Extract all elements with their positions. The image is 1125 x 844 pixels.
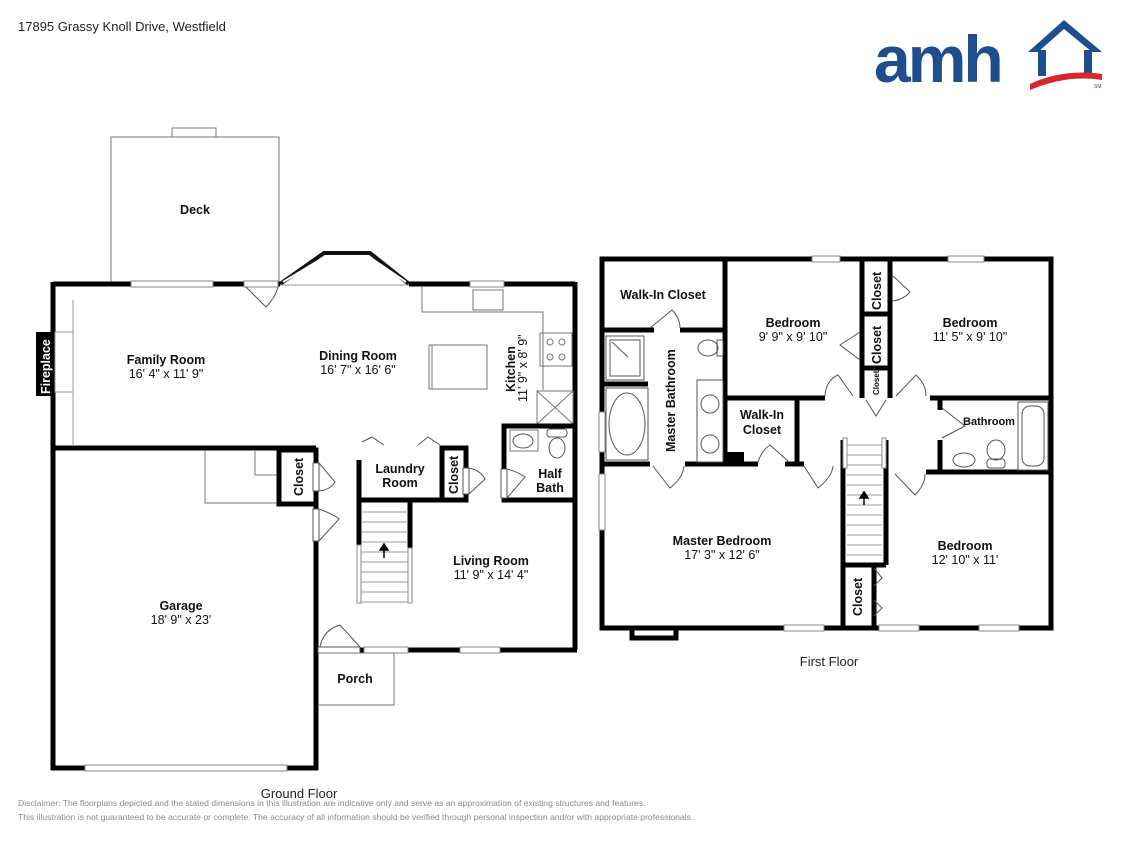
laundry-closet-label: Closet bbox=[447, 455, 461, 494]
garage-entry-door[interactable] bbox=[312, 508, 340, 542]
porch-label: Porch bbox=[337, 672, 372, 686]
kitchen-label: Kitchen bbox=[504, 346, 518, 392]
first-floor-plan: Walk-In Closet Master Bathroom Bedroom 9… bbox=[598, 255, 1054, 669]
logo-wordmark: amh bbox=[874, 22, 1001, 90]
closet-a-door[interactable] bbox=[891, 274, 911, 302]
bathroom-door[interactable] bbox=[941, 407, 966, 439]
closet-a-label: Closet bbox=[870, 271, 884, 310]
closet-b-label: Closet bbox=[870, 325, 884, 364]
bathroom-label: Bathroom bbox=[963, 416, 1015, 428]
garage-dims: 18' 9" x 23' bbox=[151, 613, 212, 627]
bedroom-4-label: Bedroom bbox=[938, 539, 993, 553]
first-stairs[interactable] bbox=[842, 437, 887, 556]
first-interior-walls bbox=[602, 259, 1051, 628]
stairs-up-arrow-icon bbox=[378, 542, 390, 558]
hall-closet-label: Closet bbox=[851, 577, 865, 616]
walk-in-closet-2-door[interactable] bbox=[757, 444, 790, 463]
disclaimer-line-1: Disclaimer: The floorplans depicted and … bbox=[18, 798, 646, 808]
laundry-label-line1: Laundry bbox=[375, 462, 424, 476]
family-room-label: Family Room bbox=[127, 353, 206, 367]
bay-window bbox=[278, 251, 411, 286]
garage-closet-door[interactable] bbox=[312, 462, 336, 492]
half-bath: Half Bath bbox=[501, 423, 578, 503]
property-address: 17895 Grassy Knoll Drive, Westfield bbox=[18, 19, 226, 34]
dining-room-dims: 16' 7" x 16' 6" bbox=[320, 363, 396, 377]
bedroom-3-label: Bedroom bbox=[943, 316, 998, 330]
master-walk-in-closet-door[interactable] bbox=[649, 309, 681, 329]
amh-logo: amh SM bbox=[874, 20, 1102, 90]
first-floor-label: First Floor bbox=[800, 654, 859, 669]
closet-c-door[interactable] bbox=[865, 399, 887, 417]
laundry-label-line2: Room bbox=[382, 476, 417, 490]
bedroom-4-door[interactable] bbox=[894, 473, 926, 496]
walk-in-closet-2-line2: Closet bbox=[743, 423, 782, 437]
deck-label: Deck bbox=[180, 203, 210, 217]
front-door[interactable] bbox=[317, 624, 361, 654]
fireplace-label: Fireplace bbox=[39, 339, 53, 394]
stairs-up-arrow-icon bbox=[858, 490, 870, 505]
ground-floor-plan: Deck bbox=[36, 127, 578, 801]
living-room-label: Living Room bbox=[453, 554, 529, 568]
porch: Porch bbox=[318, 652, 395, 706]
master-bedroom-dims: 17' 3" x 12' 6" bbox=[684, 548, 760, 562]
kitchen-dims: 11' 9" x 8' 9" bbox=[516, 334, 530, 402]
hall-closet-doors[interactable] bbox=[873, 567, 883, 617]
walk-in-closet-2-line1: Walk-In bbox=[740, 408, 784, 422]
master-bedroom-label: Master Bedroom bbox=[673, 534, 772, 548]
disclaimer-line-2: This illustration is not guaranteed to b… bbox=[18, 812, 694, 822]
master-walk-in-closet-label: Walk-In Closet bbox=[620, 288, 706, 302]
living-room-dims: 11' 9" x 14' 4" bbox=[454, 568, 529, 582]
bedroom-3-door[interactable] bbox=[895, 374, 927, 397]
garage-label: Garage bbox=[159, 599, 202, 613]
garage-closet: Closet bbox=[204, 447, 319, 507]
family-room-dims: 16' 4" x 11' 9" bbox=[129, 367, 204, 381]
service-mark: SM bbox=[1094, 84, 1102, 90]
kitchen-fixtures bbox=[421, 287, 574, 425]
laundry-room: Laundry Room Closet bbox=[356, 436, 469, 503]
bedroom-2-door[interactable] bbox=[824, 331, 861, 397]
bathroom-fixtures bbox=[952, 401, 1049, 471]
house-roof-icon bbox=[1028, 20, 1102, 76]
fireplace: Fireplace bbox=[36, 300, 74, 445]
bedroom-4-dims: 12' 10" x 11' bbox=[932, 553, 999, 567]
deck-door[interactable] bbox=[243, 280, 279, 308]
bedroom-2-dims: 9' 9" x 9' 10" bbox=[759, 330, 828, 344]
closet-c-label: Closet bbox=[872, 370, 881, 395]
first-windows bbox=[598, 255, 1020, 641]
dining-room-label: Dining Room bbox=[319, 349, 397, 363]
ground-floor-label: Ground Floor bbox=[261, 786, 338, 801]
bedroom-2-label: Bedroom bbox=[766, 316, 821, 330]
laundry-closet-door[interactable] bbox=[462, 467, 486, 495]
master-bathroom-label: Master Bathroom bbox=[664, 349, 678, 452]
master-bedroom-doors[interactable] bbox=[652, 465, 834, 489]
bedroom-3-dims: 11' 5" x 9' 10" bbox=[933, 330, 1008, 344]
deck: Deck bbox=[110, 127, 280, 286]
master-bath-fixtures bbox=[605, 335, 724, 463]
garage-closet-label: Closet bbox=[292, 457, 306, 496]
red-swoosh-icon bbox=[1030, 72, 1102, 90]
half-bath-door[interactable] bbox=[500, 468, 526, 499]
half-bath-label-line1: Half bbox=[538, 467, 562, 481]
half-bath-label-line2: Bath bbox=[536, 481, 564, 495]
ground-stairs[interactable] bbox=[356, 500, 413, 604]
